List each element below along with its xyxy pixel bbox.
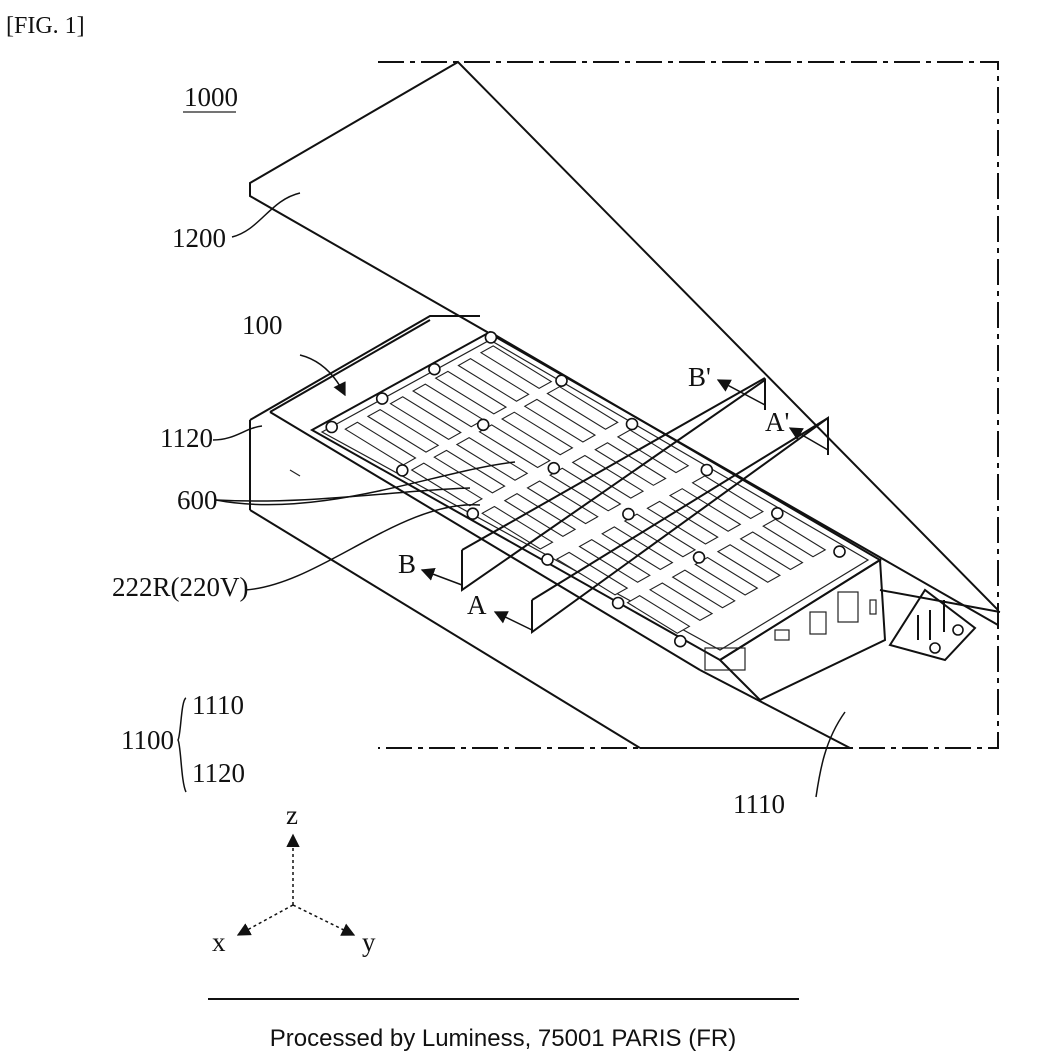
bolt-head	[478, 419, 489, 430]
bolt-head	[467, 508, 478, 519]
bolt-head	[627, 419, 638, 430]
section-mark-b-prime: B'	[688, 362, 711, 392]
bolt-head	[675, 636, 686, 647]
label-100: 100	[242, 310, 283, 340]
label-1200: 1200	[172, 223, 226, 253]
axis-label-z: z	[286, 800, 298, 830]
leader-lines	[178, 193, 845, 797]
section-mark-a-prime: A'	[765, 407, 789, 437]
label-222r: 222R(220V)	[112, 572, 249, 602]
label-1120: 1120	[160, 423, 213, 453]
bolt-head	[326, 422, 337, 433]
bolt-head	[429, 364, 440, 375]
label-1110: 1110	[733, 789, 785, 819]
footer-text: Processed by Luminess, 75001 PARIS (FR)	[270, 1025, 736, 1052]
label-1000: 1000	[184, 82, 238, 112]
section-mark-a: A	[467, 590, 487, 620]
label-1110-group: 1110	[192, 690, 244, 720]
bolt-head	[556, 375, 567, 386]
text-labels: 1000 1200 100 1120 600 222R(220V) 1100 1…	[112, 82, 789, 819]
battery-module	[312, 332, 885, 700]
bolt-head	[548, 463, 559, 474]
bolt-head	[701, 465, 712, 476]
bolt-head	[397, 465, 408, 476]
axis-indicator: z x y	[212, 800, 376, 957]
label-600: 600	[177, 485, 218, 515]
axis-label-y: y	[362, 927, 376, 957]
figure-label: [FIG. 1]	[6, 13, 85, 39]
tray-housing	[250, 62, 1000, 748]
bolt-head	[623, 509, 634, 520]
bolt-head	[613, 598, 624, 609]
label-1120-group: 1120	[192, 758, 245, 788]
bolt-head	[485, 332, 496, 343]
bolt-head	[377, 393, 388, 404]
bolt-head	[542, 554, 553, 565]
label-1100: 1100	[121, 725, 174, 755]
bolt-head	[834, 546, 845, 557]
bolt-head	[772, 508, 783, 519]
section-mark-b: B	[398, 549, 416, 579]
bolt-head	[694, 552, 705, 563]
axis-label-x: x	[212, 927, 226, 957]
